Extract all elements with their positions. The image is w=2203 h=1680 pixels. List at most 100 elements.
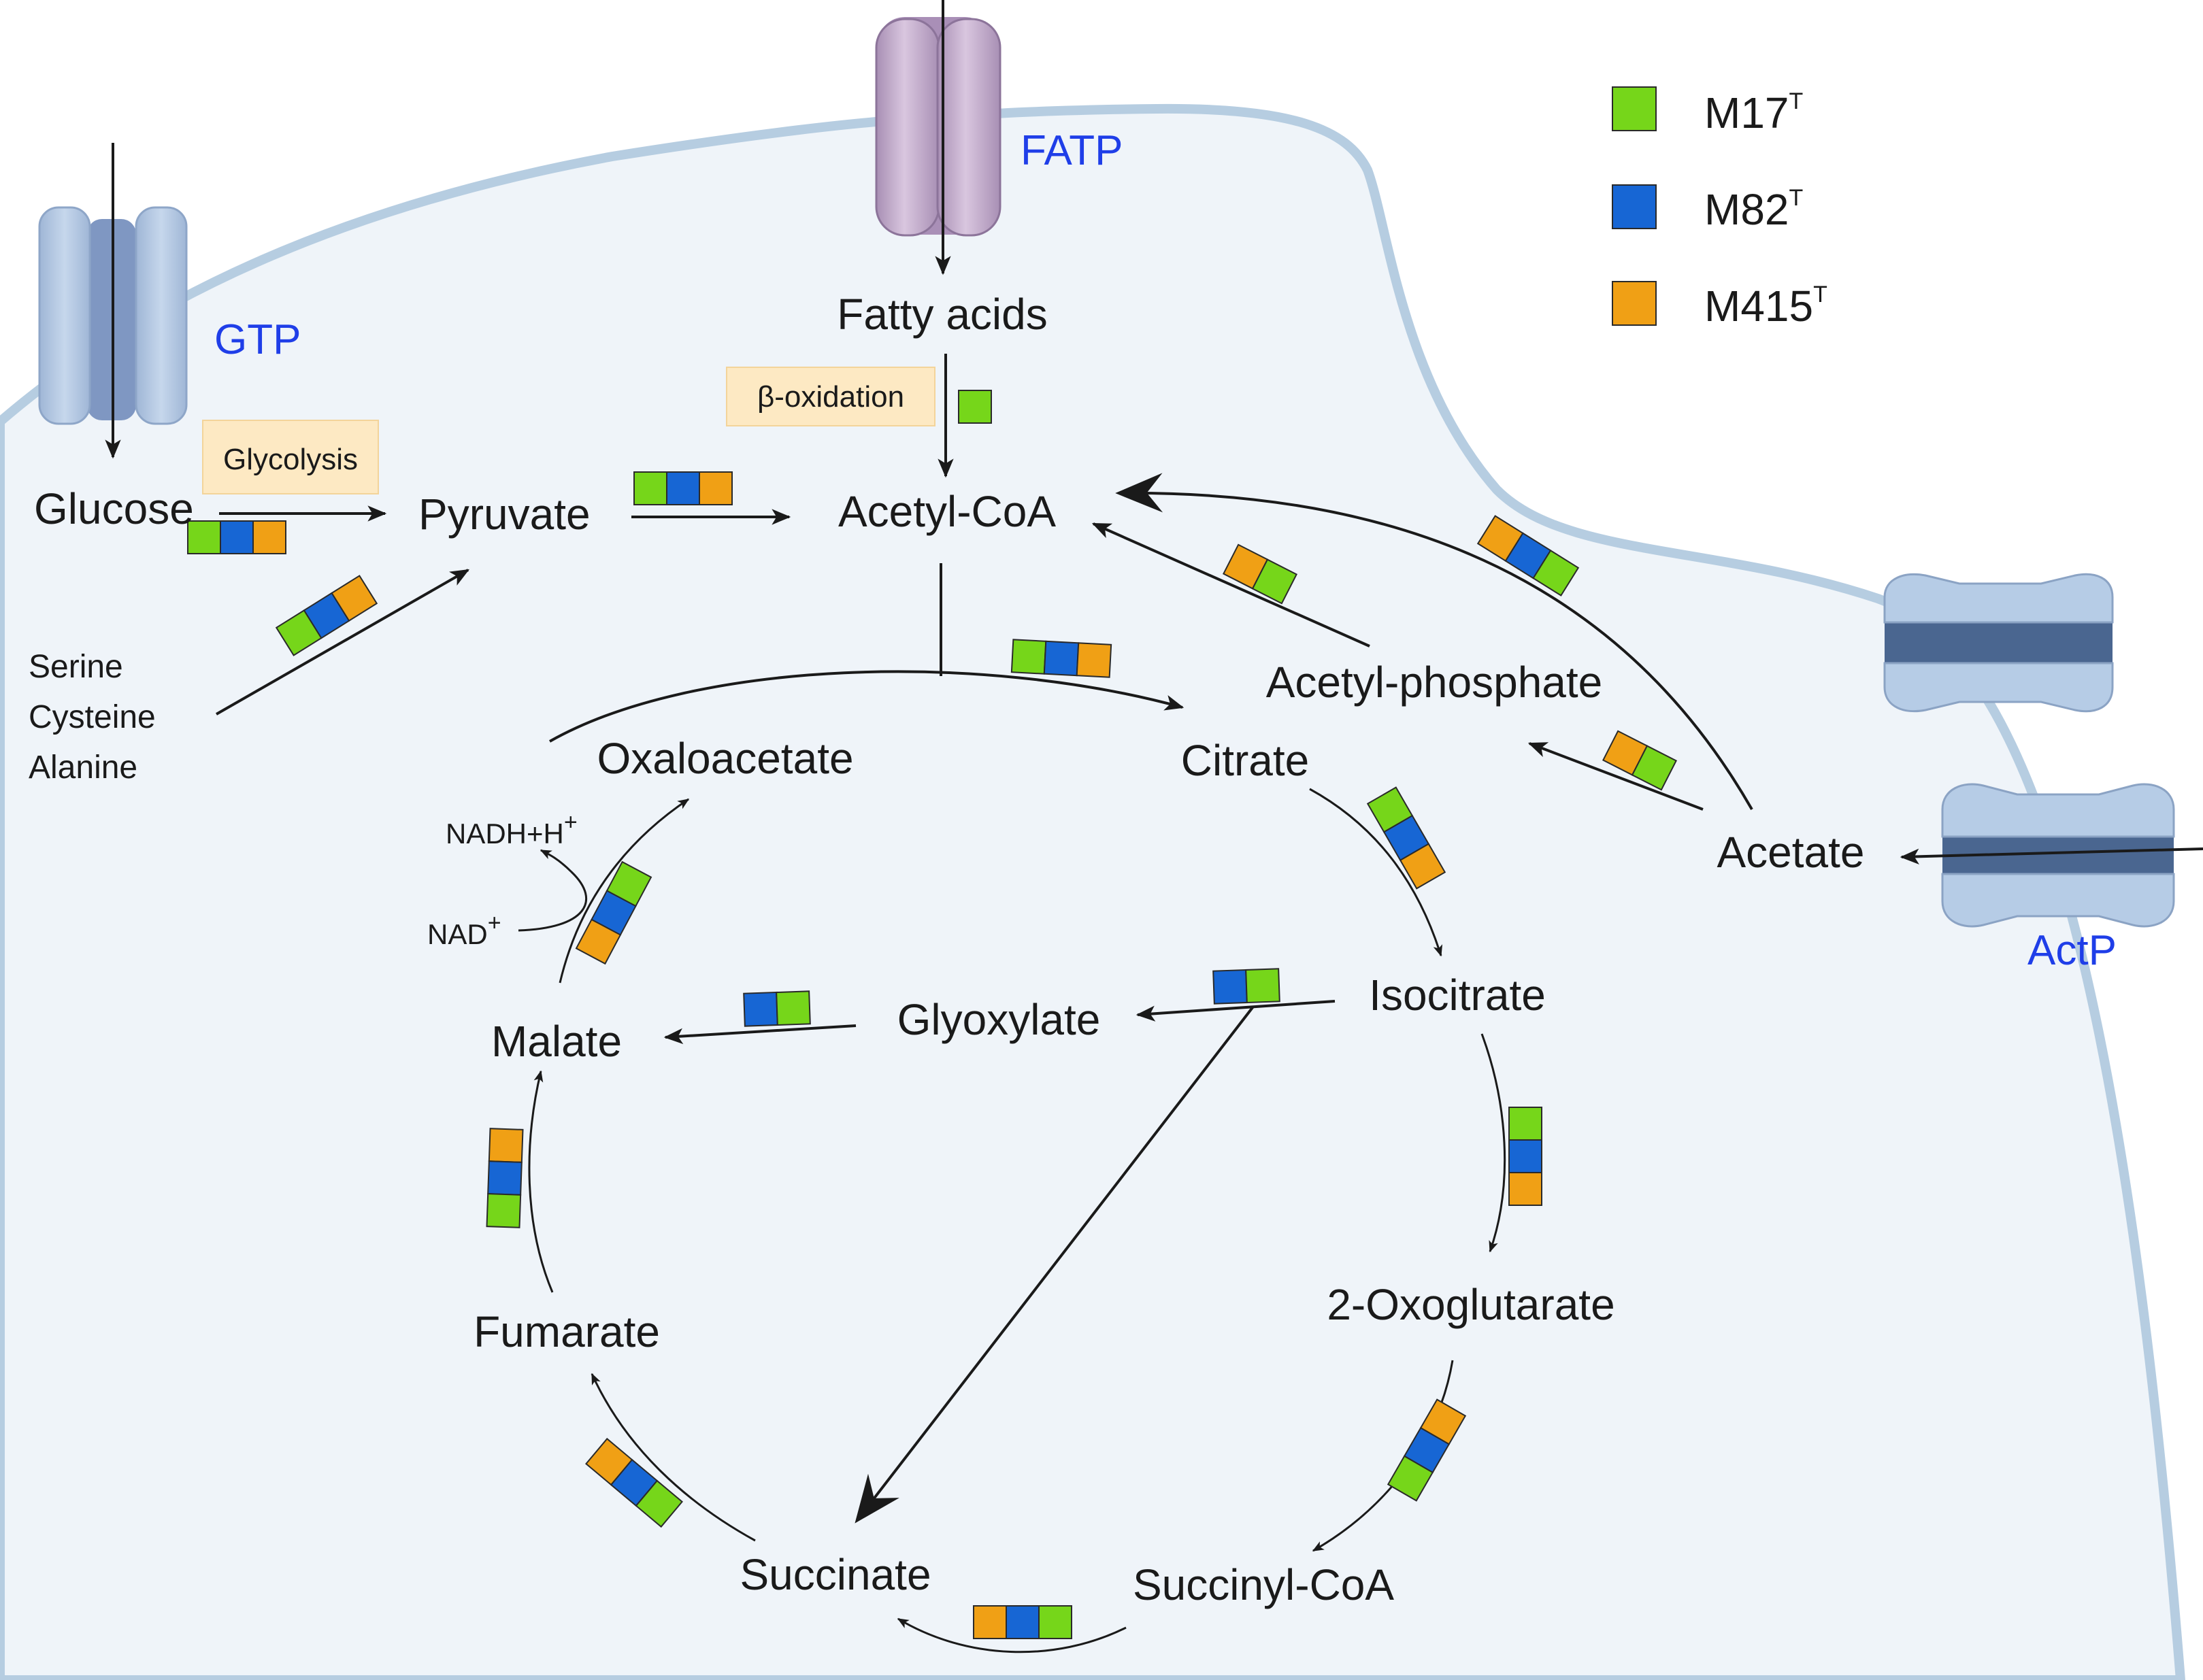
enzyme-marker-citrate-synthase [1010, 639, 1112, 678]
strain-square-m17 [606, 860, 652, 907]
legend-label-m82: M82T [1704, 185, 1803, 234]
glycolysis-label: Glycolysis [223, 443, 358, 476]
strain-square-m82 [1006, 1605, 1040, 1639]
strain-square-m17 [1245, 968, 1280, 1004]
strain-square-m17 [776, 990, 811, 1026]
fatp-label: FATP [1021, 127, 1123, 174]
amino-acid-serine: Serine [29, 649, 123, 685]
nad-label: NAD+ [427, 910, 501, 950]
strain-square-m17 [958, 390, 992, 424]
membrane-channel [1883, 573, 2114, 713]
enzyme-marker-malate-synthase [743, 990, 811, 1027]
enzyme-marker-isocitrate-lyase [1212, 968, 1280, 1005]
strain-square-m415 [973, 1605, 1007, 1639]
enzyme-marker-fumarate-to-malate [486, 1128, 524, 1228]
strain-square-m17 [1251, 558, 1298, 605]
citrate-label: Citrate [1181, 736, 1310, 785]
oxaloacetate-label: Oxaloacetate [597, 734, 853, 783]
enzyme-marker-acetate-to-acetyl-coa [1476, 515, 1580, 597]
fatty-acids-label: Fatty acids [837, 290, 1047, 339]
glycolysis-box [202, 420, 379, 494]
strain-square-m17 [1631, 745, 1678, 791]
glyoxylate-label: Glyoxylate [897, 995, 1101, 1044]
strain-square-m17 [1508, 1107, 1542, 1141]
legend-swatch-m82 [1612, 184, 1657, 229]
legend-label-m415: M415T [1704, 282, 1827, 331]
strain-square-m415 [252, 520, 286, 554]
strain-square-m82 [666, 471, 700, 505]
acetyl-phosphate-label: Acetyl-phosphate [1266, 658, 1603, 707]
amino-acid-cysteine: Cysteine [29, 699, 156, 735]
strain-square-m17 [635, 1479, 683, 1528]
amino-acid-alanine: Alanine [29, 750, 137, 786]
enzyme-marker-succinate-to-fumarate [585, 1437, 683, 1528]
citrate-to-isocitrate-arrow [1309, 788, 1443, 957]
strain-square-m82 [1508, 1139, 1542, 1173]
nadh-label: NADH+H+ [446, 809, 578, 850]
legend: M17T M82T M415T [1612, 86, 1827, 331]
enzyme-marker-beta-oxidation [958, 390, 992, 424]
fumarate-label: Fumarate [474, 1307, 660, 1356]
strain-square-m415 [1419, 1398, 1467, 1445]
succinyl-coa-to-succinate-arrow [897, 1617, 1127, 1653]
enzyme-marker-citrate-to-isocitrate [1366, 786, 1446, 890]
acetate-to-acetyl-coa-arrow [1115, 473, 1753, 810]
strain-square-m82 [220, 520, 254, 554]
enzyme-marker-succinyl-coa-to-succinate [973, 1605, 1072, 1639]
amino-acid-arrow [216, 569, 470, 716]
fumarate-to-malate-arrow [528, 1070, 554, 1293]
strain-square-m415 [1508, 1172, 1542, 1206]
glyoxylate-shunt-diagonal-arrow [855, 1005, 1255, 1524]
strain-square-m82 [487, 1160, 523, 1196]
beta-oxidation-box [726, 367, 935, 426]
strain-square-m415 [1399, 843, 1446, 890]
strain-square-m17 [187, 520, 221, 554]
enzyme-marker-isocitrate-to-oxoglutarate [1508, 1107, 1542, 1206]
acetate-to-acetyl-phosphate-arrow [1527, 742, 1704, 811]
acetyl-coa-label: Acetyl-CoA [838, 487, 1056, 536]
strain-square-m82 [1212, 969, 1248, 1005]
acetyl-phosphate-to-acetyl-coa-arrow [1091, 522, 1370, 648]
isocitrate-label: Isocitrate [1369, 971, 1546, 1020]
malate-label: Malate [491, 1017, 622, 1066]
malate-to-oxaloacetate-arrow [559, 798, 690, 984]
enzyme-marker-oxoglutarate-to-succinyl-coa [1387, 1398, 1467, 1502]
fatp-transporter [875, 17, 1001, 237]
succinyl-coa-label: Succinyl-CoA [1133, 1560, 1394, 1609]
malate-synthase-arrow [663, 1024, 857, 1045]
strain-square-m17 [486, 1193, 522, 1228]
strain-square-m17 [1532, 549, 1580, 597]
isocitrate-lyase-arrow [1136, 1000, 1336, 1022]
strain-square-m17 [633, 471, 667, 505]
legend-swatch-m415 [1612, 281, 1657, 326]
actp-import-arrow [1900, 847, 2203, 864]
enzyme-marker-pyruvate-to-acetyl-coa [633, 471, 733, 505]
strain-square-m415 [488, 1128, 524, 1163]
pathway-arrows [105, 0, 2203, 1653]
oxoglutarate-label: 2-Oxoglutarate [1327, 1280, 1614, 1329]
actp-transporter [1941, 783, 2175, 928]
enzyme-marker-glycolysis [187, 520, 286, 554]
enzyme-markers [187, 390, 1678, 1639]
strain-square-m415 [1076, 642, 1112, 678]
glucose-label: Glucose [34, 484, 194, 533]
strain-square-m82 [1043, 640, 1080, 677]
strain-square-m415 [699, 471, 733, 505]
strain-square-m17 [1010, 639, 1047, 675]
enzyme-marker-amino-acids-to-pyruvate [275, 575, 378, 656]
citrate-synthase-arrow [549, 670, 1185, 743]
gtp-transporter [38, 206, 188, 425]
beta-oxidation-label: β-oxidation [757, 380, 904, 414]
legend-label-m17: M17T [1704, 88, 1803, 137]
gtp-label: GTP [214, 316, 301, 363]
isocitrate-to-oxoglutarate-arrow [1480, 1033, 1506, 1253]
actp-label: ActP [2027, 927, 2117, 974]
nad-cofactor-arc [518, 849, 588, 932]
strain-square-m17 [1038, 1605, 1072, 1639]
legend-swatch-m17 [1612, 86, 1657, 131]
pyruvate-label: Pyruvate [418, 490, 591, 539]
enzyme-marker-acetate-to-acetyl-phosphate [1602, 730, 1678, 791]
succinate-label: Succinate [740, 1550, 931, 1599]
succinate-to-fumarate-arrow [591, 1373, 756, 1542]
